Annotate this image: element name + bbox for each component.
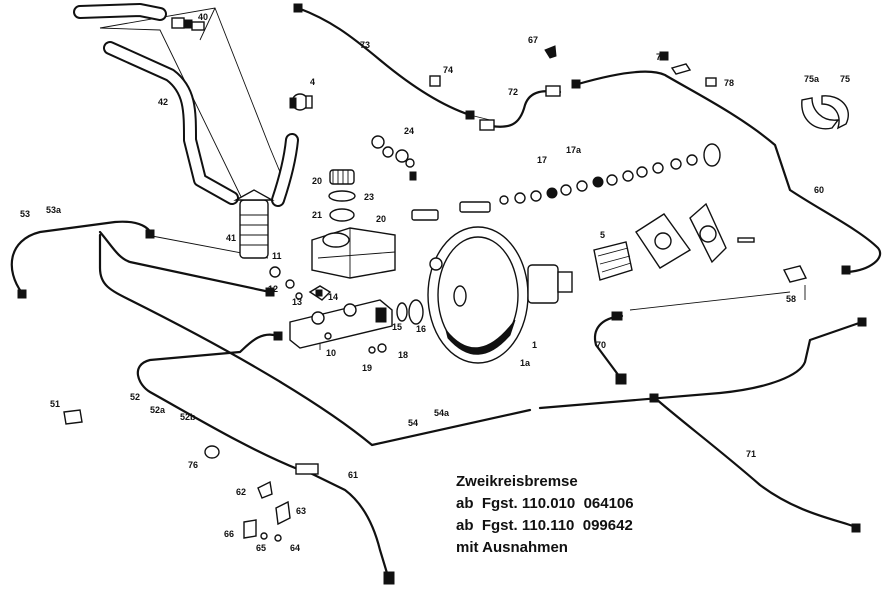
callout-76: 76 [188,460,198,470]
clip-67 [544,45,557,59]
callout-75a: 75a [804,74,820,84]
caption-line-3: mit Ausnahmen [456,539,568,556]
callout-17a: 17a [566,145,582,155]
callout-65: 65 [256,543,266,553]
line-fittings [17,3,867,585]
callout-71: 71 [746,449,756,459]
callout-5: 5 [600,230,605,240]
callout-15: 15 [392,322,402,332]
brake-line-60 [576,70,882,274]
nut-18 [377,343,387,353]
master-cylinder-10 [289,285,393,349]
callout-4: 4 [310,77,315,87]
callout-54a: 54a [434,408,450,418]
nut-19 [368,346,376,354]
callout-73: 73 [360,40,370,50]
clamp-77 [670,63,692,75]
callout-1a: 1a [520,358,531,368]
callout-23: 23 [364,192,374,202]
nut-64 [274,534,282,542]
callout-54: 54 [408,418,418,428]
callout-12: 12 [268,284,278,294]
callout-20-side: 20 [376,214,386,224]
callout-61: 61 [348,470,358,480]
o-ring-15 [396,302,408,322]
callout-66: 66 [224,529,234,539]
brake-line-73 [296,6,472,117]
gasket-16 [408,299,424,325]
screw-14 [315,289,323,297]
brake-line-54 [98,233,532,447]
callout-18: 18 [398,350,408,360]
callout-70: 70 [596,340,606,350]
callout-72: 72 [508,87,518,97]
caption-line-2: ab Fgst. 110.110 099642 [456,517,633,534]
callout-63: 63 [296,506,306,516]
callout-24: 24 [404,126,414,136]
leader-lines [99,7,806,350]
callout-53a: 53a [46,205,62,215]
seal-kit-24 [371,135,417,181]
check-valve-4 [289,93,313,111]
brake-line-53 [10,220,154,295]
callout-75: 75 [840,74,850,84]
callout-14: 14 [328,292,338,302]
brake-line-54a [538,320,864,410]
caption-title: Zweikreisbremse [456,473,578,490]
caption-line-1: ab Fgst. 110.010 064106 [456,495,634,512]
bellows-5 [593,241,633,281]
clip-62 [257,480,273,499]
callout-11: 11 [272,251,282,261]
callout-40: 40 [198,12,208,22]
sleeve-74 [429,75,441,87]
bracket-63 [275,500,291,526]
clamp-75 [801,95,849,130]
washer-65 [260,532,268,540]
callout-42: 42 [158,97,168,107]
callout-51: 51 [50,399,60,409]
fitting-40 [171,17,205,31]
callout-41: 41 [226,233,236,243]
brake-line-52 [136,333,302,472]
callout-74: 74 [443,65,453,75]
seal-12 [285,279,295,289]
flange-plates [635,202,755,269]
spring-78 [705,77,717,87]
brake-booster-1 [427,226,573,364]
brake-line-53a [98,230,272,294]
seal-13 [295,292,303,300]
callout-20-top: 20 [312,176,322,186]
callout-60: 60 [814,185,824,195]
callout-10: 10 [326,348,336,358]
callout-62: 62 [236,487,246,497]
callout-52: 52 [130,392,140,402]
callout-1: 1 [532,340,537,350]
brake-line-71 [653,396,860,530]
callout-78: 78 [724,78,734,88]
clamp-66 [243,519,257,539]
callout-13: 13 [292,297,302,307]
callout-52a: 52a [150,405,166,415]
callout-16: 16 [416,324,426,334]
bracket-51 [63,409,83,425]
brake-line-61 [298,466,392,585]
callout-77: 77 [656,52,666,62]
callout-64: 64 [290,543,300,553]
callout-67: 67 [528,35,538,45]
grommet-76 [204,445,220,459]
t-piece-58 [782,265,808,283]
callout-19: 19 [362,363,372,373]
callout-17: 17 [537,155,547,165]
callout-52b: 52b [180,412,196,422]
vacuum-hose-42 [73,3,299,207]
piston-parts-17 [411,143,721,221]
callout-21: 21 [312,210,322,220]
reservoir-20 [311,169,396,279]
callout-53: 53 [20,209,30,219]
callout-58: 58 [786,294,796,304]
valve-41 [233,189,275,259]
nut-11 [269,266,281,278]
